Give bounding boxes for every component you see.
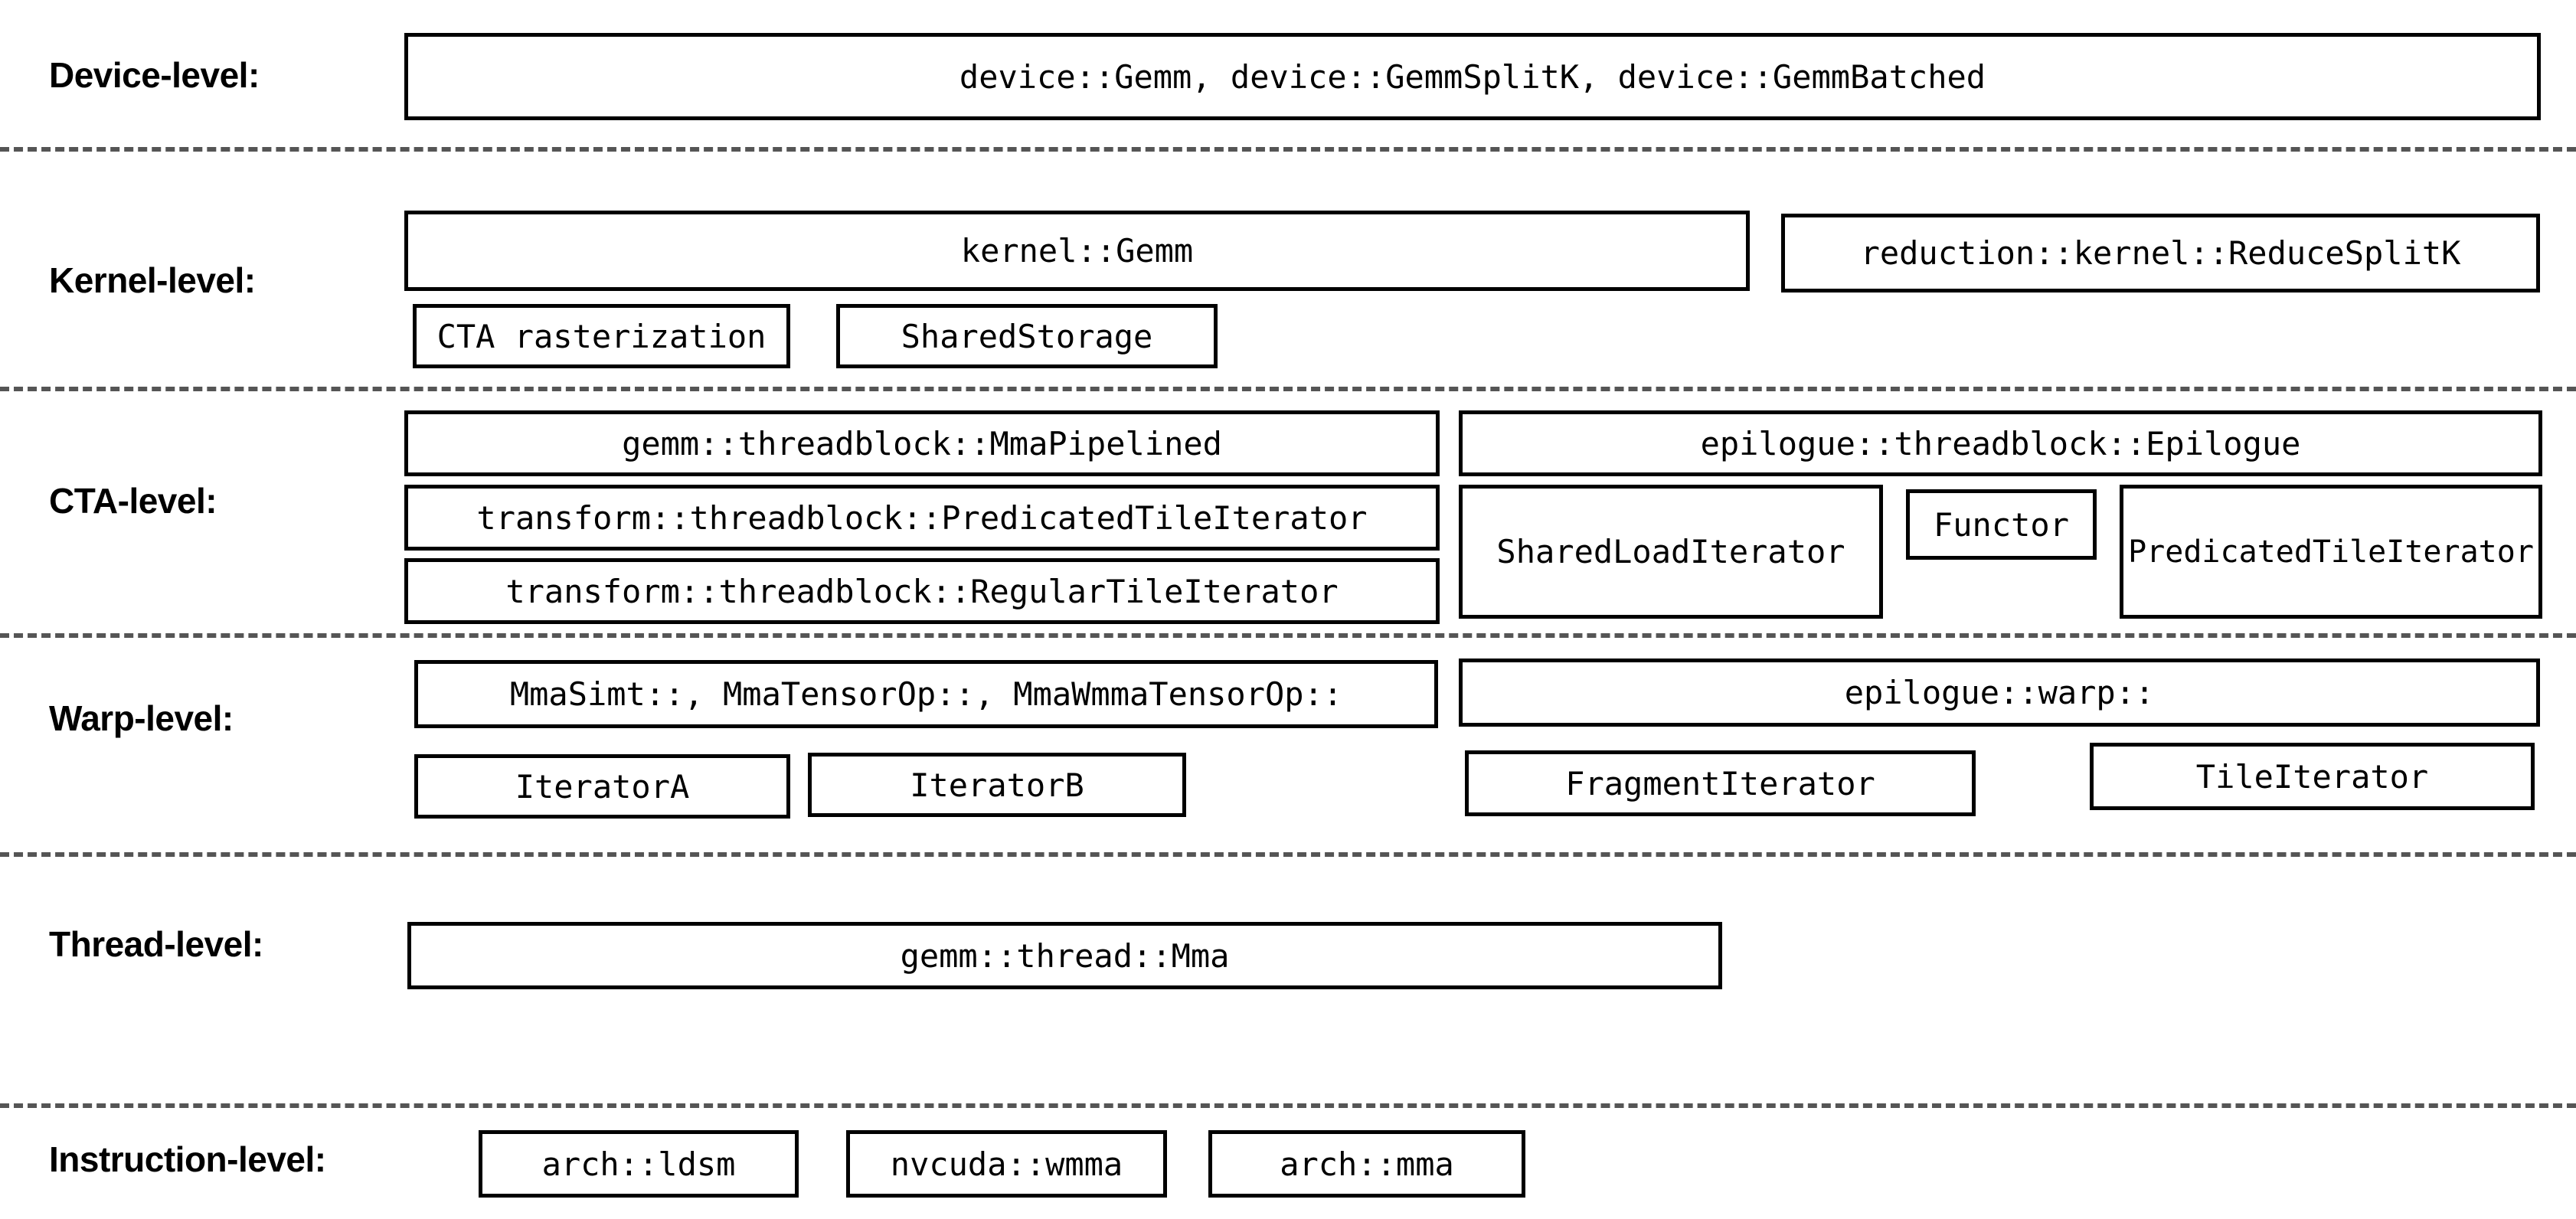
box-shared-load-iterator: SharedLoadIterator [1459, 485, 1883, 619]
box-device-gemm-variants: device::Gemm, device::GemmSplitK, device… [404, 33, 2541, 120]
box-epilogue-warp: epilogue::warp:: [1459, 659, 2540, 727]
level-divider [0, 852, 2576, 857]
box-transform-threadblock-regular-tile-iterator: transform::threadblock::RegularTileItera… [404, 558, 1440, 624]
box-gemm-threadblock-mma-pipelined: gemm::threadblock::MmaPipelined [404, 410, 1440, 476]
box-arch-ldsm: arch::ldsm [479, 1130, 799, 1198]
level-label-kernel: Kernel-level: [49, 260, 256, 300]
box-reduction-kernel-reduce-splitk: reduction::kernel::ReduceSplitK [1781, 214, 2540, 292]
box-epilogue-threadblock-epilogue: epilogue::threadblock::Epilogue [1459, 410, 2542, 476]
box-iterator-b: IteratorB [808, 753, 1186, 817]
level-label-cta: CTA-level: [49, 481, 217, 521]
box-tile-iterator: TileIterator [2090, 743, 2535, 810]
box-kernel-gemm: kernel::Gemm [404, 211, 1750, 291]
box-transform-threadblock-predicated-tile-iterator: transform::threadblock::PredicatedTileIt… [404, 485, 1440, 551]
level-label-instruction: Instruction-level: [49, 1139, 326, 1179]
level-label-thread: Thread-level: [49, 924, 263, 964]
box-fragment-iterator: FragmentIterator [1465, 750, 1976, 816]
box-nvcuda-wmma: nvcuda::wmma [846, 1130, 1167, 1198]
level-label-device: Device-level: [49, 55, 260, 95]
box-warp-mma-ops: MmaSimt::, MmaTensorOp::, MmaWmmaTensorO… [414, 660, 1438, 728]
box-cta-rasterization: CTA rasterization [413, 304, 790, 368]
box-shared-storage: SharedStorage [836, 304, 1218, 368]
box-predicated-tile-iterator: PredicatedTileIterator [2120, 485, 2542, 619]
level-divider [0, 147, 2576, 152]
box-iterator-a: IteratorA [414, 754, 790, 819]
level-divider [0, 633, 2576, 638]
box-functor: Functor [1906, 489, 2097, 560]
level-divider [0, 1103, 2576, 1108]
level-divider [0, 387, 2576, 391]
box-arch-mma: arch::mma [1208, 1130, 1525, 1198]
box-gemm-thread-mma: gemm::thread::Mma [407, 922, 1722, 989]
level-label-warp: Warp-level: [49, 698, 234, 738]
